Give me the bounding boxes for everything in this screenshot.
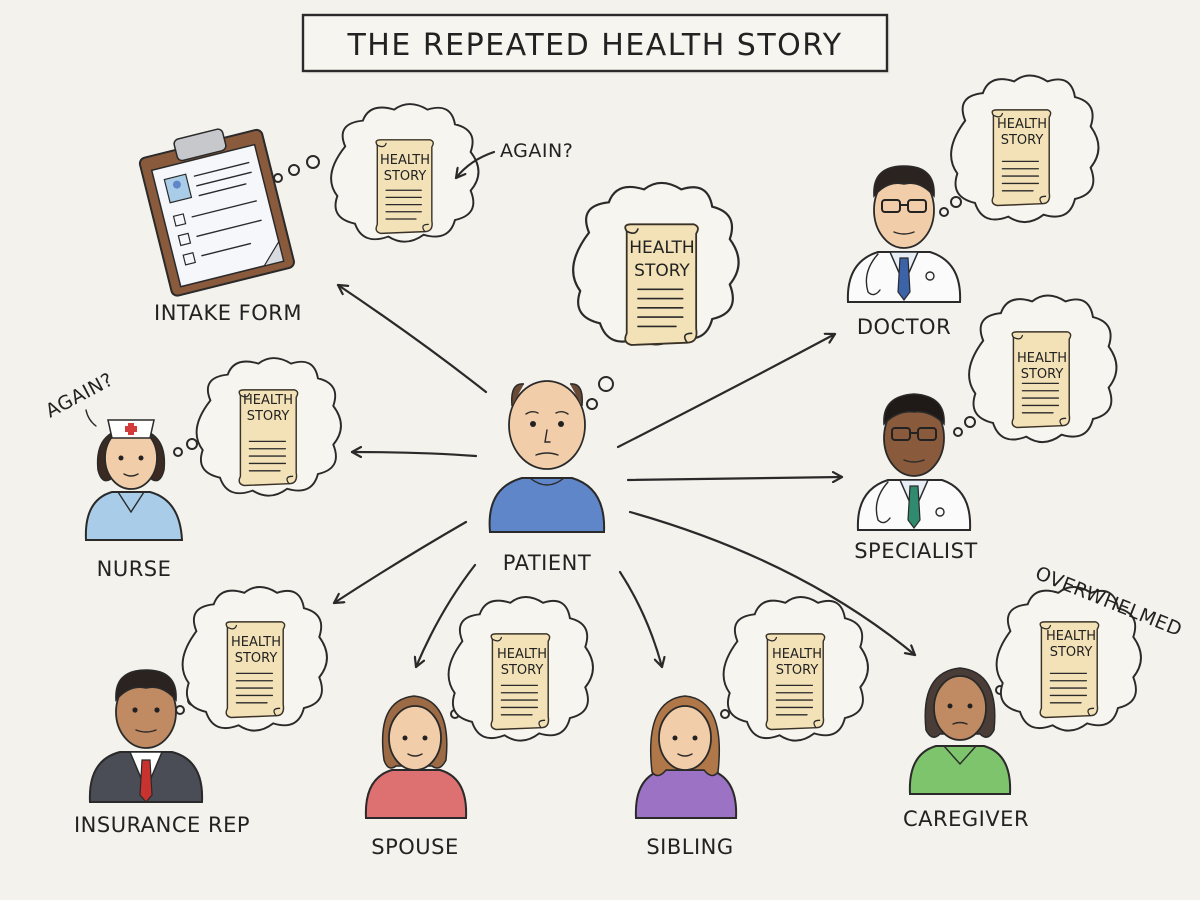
doctor-node: HEALTH STORY DOCTOR bbox=[846, 74, 1100, 339]
specialist-node: HEALTH STORY SPECIALIST bbox=[854, 294, 1118, 563]
doctor-label: DOCTOR bbox=[857, 315, 951, 339]
caregiver-node: HEALTH STORY OVERWHELMED CAREGIVER bbox=[903, 562, 1185, 831]
clipboard-icon bbox=[138, 128, 295, 297]
intake-form-node: HEALTH STORY AGAIN? INTAKE FORM bbox=[138, 103, 573, 325]
specialist-scroll-line-2: STORY bbox=[1021, 367, 1064, 382]
page-title: THE REPEATED HEALTH STORY bbox=[346, 28, 842, 63]
doctor-scroll-line-1: HEALTH bbox=[997, 117, 1047, 132]
arrows bbox=[332, 283, 917, 669]
sibling-scroll-line-2: STORY bbox=[776, 663, 819, 678]
insurance-rep-label: INSURANCE REP bbox=[74, 813, 250, 837]
nurse-scroll-line-1: HEALTH bbox=[243, 393, 293, 408]
sibling-scroll-line-1: HEALTH bbox=[772, 647, 822, 662]
sibling-label: SIBLING bbox=[646, 835, 733, 859]
arrow-to-doctor bbox=[616, 334, 837, 449]
spouse-node: HEALTH STORY SPOUSE bbox=[364, 596, 594, 859]
spouse-scroll-line-2: STORY bbox=[501, 663, 544, 678]
caregiver-label: CAREGIVER bbox=[903, 807, 1029, 831]
arrow-to-spouse bbox=[416, 563, 477, 669]
patient-label: PATIENT bbox=[503, 551, 591, 575]
specialist-label: SPECIALIST bbox=[854, 539, 978, 563]
arrow-to-caregiver bbox=[628, 510, 917, 657]
specialist-scroll-line-1: HEALTH bbox=[1017, 351, 1067, 366]
spouse-label: SPOUSE bbox=[371, 835, 459, 859]
doctor-scroll-line-2: STORY bbox=[1001, 133, 1044, 148]
nurse-cross-icon bbox=[125, 423, 137, 435]
patient-scroll-line-1: HEALTH bbox=[629, 238, 694, 258]
specialist-tie-icon bbox=[907, 485, 921, 529]
insurance-rep-scroll-line-2: STORY bbox=[235, 651, 278, 666]
insurance-rep-scroll-line-1: HEALTH bbox=[231, 635, 281, 650]
caregiver-scroll-line-2: STORY bbox=[1050, 645, 1093, 660]
intake-form-label: INTAKE FORM bbox=[154, 301, 302, 325]
spouse-scroll-line-1: HEALTH bbox=[497, 647, 547, 662]
arrow-to-insurance-rep bbox=[332, 520, 468, 605]
intake-form-scroll-line-1: HEALTH bbox=[380, 153, 430, 168]
nurse-scroll-line-2: STORY bbox=[247, 409, 290, 424]
patient-scroll-line-2: STORY bbox=[634, 261, 690, 281]
arrow-to-specialist bbox=[626, 477, 844, 480]
insurance-rep-tie-icon bbox=[139, 759, 153, 803]
caregiver-scroll-line-1: HEALTH bbox=[1046, 629, 1096, 644]
nurse-label: NURSE bbox=[97, 557, 172, 581]
arrow-to-sibling bbox=[618, 570, 662, 669]
patient-figure: HEALTH STORY PATIENT bbox=[488, 181, 740, 575]
arrow-to-intake-form bbox=[336, 283, 488, 394]
insurance-rep-node: HEALTH STORY INSURANCE REP bbox=[74, 586, 328, 837]
arrow-to-nurse bbox=[350, 452, 478, 456]
nurse-node: AGAIN? HEALTH STORY NURSE bbox=[42, 357, 342, 581]
title-box: THE REPEATED HEALTH STORY bbox=[301, 13, 890, 74]
doctor-tie-icon bbox=[897, 257, 911, 301]
sibling-node: HEALTH STORY SIBLING bbox=[634, 596, 869, 859]
nurse-annotation: AGAIN? bbox=[42, 369, 117, 423]
intake-form-scroll-line-2: STORY bbox=[384, 169, 427, 184]
intake-form-annotation: AGAIN? bbox=[500, 140, 573, 162]
